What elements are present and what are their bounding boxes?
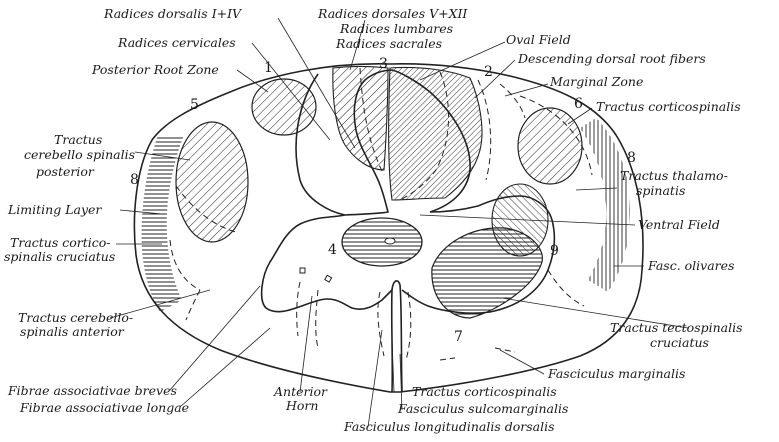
label-tractus-cortico-cruciatus-1: Tractus cortico- [10,235,111,250]
ventral-small-dash-2 [440,358,455,360]
label-fibrae-associativae-longae: Fibrae associativae longae [19,400,189,415]
central-canal [385,238,395,244]
label-anterior-horn-2: Horn [285,398,318,413]
anterior-horn-mark-2 [325,275,332,282]
number-9: 9 [550,243,559,259]
label-radices-dorsales-5-12: Radices dorsales V+XII [317,6,468,21]
label-fasciculus-marginalis: Fasciculus marginalis [547,366,685,381]
label-tractus-cerebello-posterior-2: cerebello spinalis [24,147,135,162]
label-tractus-thalamospinatis-2: spinatis [636,183,685,198]
label-tractus-corticospinalis-lateral: Tractus corticospinalis [596,99,741,114]
region-7 [432,228,543,318]
label-tractus-thalamospinatis-1: Tractus thalamo- [620,168,728,183]
number-5: 5 [190,97,199,113]
label-marginal-zone: Marginal Zone [549,74,643,89]
label-tractus-tectospinalis-1: Tractus tectospinalis [610,320,743,335]
region-4 [342,218,422,266]
label-oval-field: Oval Field [506,32,571,47]
ventral-dashed-5 [548,270,584,306]
ventral-dashed-1 [297,282,300,336]
label-descending-dorsal-root-fibers: Descending dorsal root fibers [517,51,706,66]
label-tractus-cerebello-posterior-1: Tractus [54,132,102,147]
number-6: 6 [574,96,583,112]
label-radices-dorsalis-1-4: Radices dorsalis I+IV [103,6,243,21]
label-tractus-cortico-cruciatus-2: spinalis cruciatus [4,249,115,264]
label-ventral-field: Ventral Field [638,217,720,232]
label-tractus-cerebello-anterior-1: Tractus cerebello- [18,310,133,325]
region-3 [333,67,388,171]
number-7: 7 [454,329,463,345]
number-4: 4 [328,242,337,258]
label-fasciculus-longitudinalis-dorsalis: Fasciculus longitudinalis dorsalis [343,419,555,434]
label-tractus-cerebello-posterior-3: posterior [36,164,95,179]
label-fasciculus-sulcomarginalis: Fasciculus sulcomarginalis [397,401,568,416]
ventral-dashed-4 [406,292,411,360]
region-6 [518,108,582,184]
label-radices-sacrales: Radices sacrales [335,36,442,51]
label-fasc-olivares: Fasc. olivares [647,258,734,273]
label-tractus-cerebello-anterior-2: spinalis anterior [20,324,125,339]
label-limiting-layer: Limiting Layer [7,202,102,217]
dorsal-dashed-4 [500,84,525,118]
number-3: 3 [379,56,388,72]
ventral-dashed-2 [316,290,318,348]
ventral-small-dash-1 [495,348,515,352]
label-tractus-corticospinalis-ventral: Tractus corticospinalis [412,384,557,399]
label-radices-lumbares: Radices lumbares [339,21,453,36]
region-5 [176,122,248,242]
anterior-horn-mark-1 [300,268,305,273]
label-fibrae-associativae-breves: Fibrae associativae breves [7,383,177,398]
number-1: 1 [264,60,273,76]
label-anterior-horn-1: Anterior [273,384,328,399]
number-8-right: 8 [627,150,636,166]
label-tractus-tectospinalis-2: cruciatus [650,335,709,350]
number-2: 2 [484,64,493,80]
label-radices-cervicales: Radices cervicales [117,35,236,50]
number-8-left: 8 [130,172,139,188]
label-posterior-root-zone: Posterior Root Zone [91,62,219,77]
